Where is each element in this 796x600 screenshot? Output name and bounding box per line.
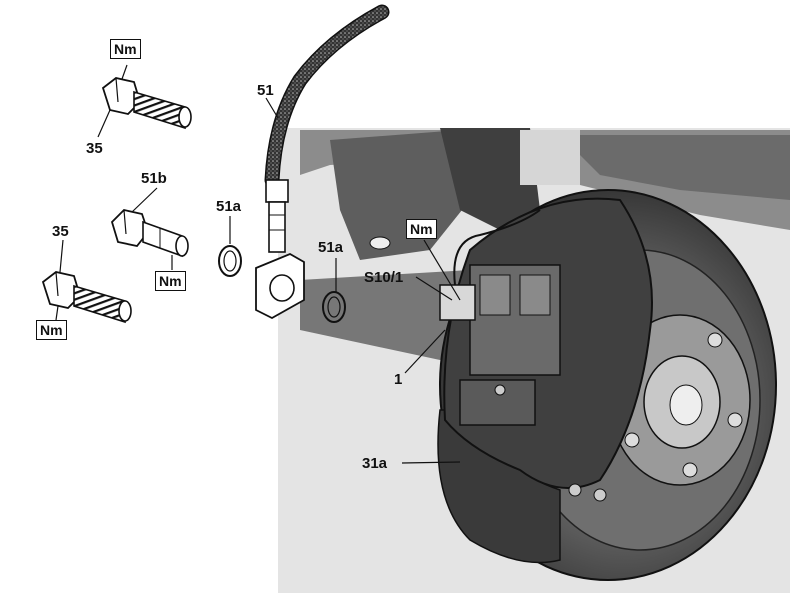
leader-lines (55, 64, 461, 464)
torque-label-sensor: Nm (406, 219, 437, 239)
part-number-1: 1 (394, 371, 403, 388)
part-number-51b: 51b (141, 170, 167, 187)
brake-caliper (443, 197, 653, 502)
torque-label-top-bolt: Nm (110, 39, 141, 59)
part-number-s10-1: S10/1 (364, 269, 404, 286)
torque-label-bottom-bolt: Nm (36, 320, 67, 340)
bolt-top (101, 77, 192, 130)
bolt-bottom (41, 271, 132, 324)
sealing-ring-right (322, 291, 346, 323)
part-number-51a-right: 51a (318, 239, 344, 256)
part-number-31a: 31a (362, 455, 388, 472)
pad-wear-sensor (369, 209, 541, 321)
banjo-bolt (110, 209, 189, 258)
part-number-51: 51 (257, 82, 274, 99)
brake-hose (255, 4, 390, 320)
part-number-35-bottom: 35 (52, 223, 69, 240)
part-number-35-top: 35 (86, 140, 103, 157)
torque-label-banjo-bolt: Nm (155, 271, 186, 291)
sealing-ring-left (218, 245, 242, 277)
part-number-51a-left: 51a (216, 198, 242, 215)
